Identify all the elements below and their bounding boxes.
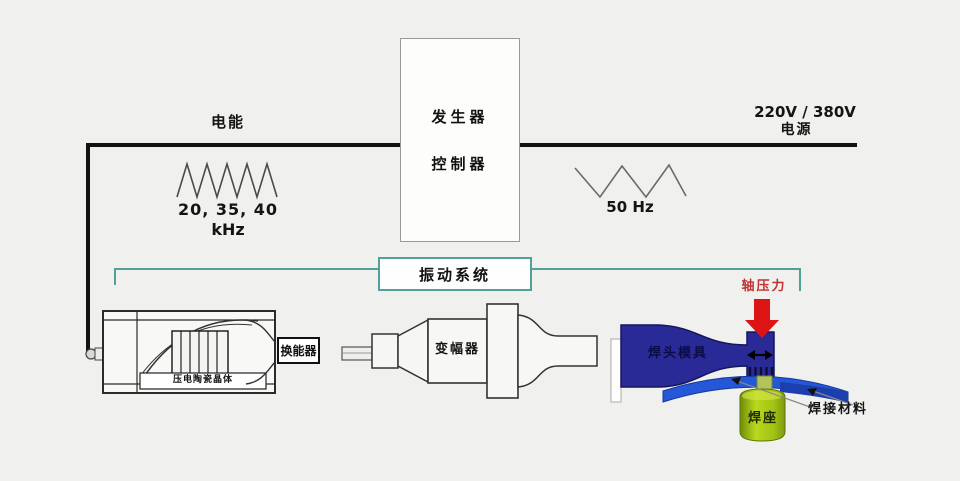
power-line-right-segment <box>520 143 857 147</box>
booster-step-block <box>371 333 399 369</box>
transducer-cone-bottom <box>245 361 276 385</box>
booster-cylinder <box>427 318 488 384</box>
pressure-arrow-shaft <box>754 299 770 321</box>
vibration-system-label: 振动系统 <box>418 265 491 284</box>
weld-joint-block <box>756 375 773 391</box>
booster-cone <box>397 318 429 384</box>
power-line <box>85 143 857 361</box>
material-pointer-lines <box>731 377 854 408</box>
welding-material-label: 焊接材料 <box>807 402 868 417</box>
pressure-arrow-head <box>745 320 779 338</box>
power-line-left-segment <box>86 143 400 147</box>
mains-frequency-label: 50 Hz <box>606 198 654 216</box>
transducer-cone-top <box>245 319 276 343</box>
generator-label: 发生器 <box>431 108 489 126</box>
booster-label: 变幅器 <box>434 342 480 357</box>
horn-mount-strip <box>610 338 622 403</box>
anvil-label: 焊座 <box>747 411 778 426</box>
bracket-right-arm <box>532 268 801 291</box>
booster-flange <box>486 303 519 399</box>
booster-output-horn <box>517 314 598 388</box>
pointer-line-left <box>736 380 811 408</box>
high-frequency-waveform-icon <box>176 161 278 200</box>
khz-frequencies-label: 20, 35, 40 <box>177 200 279 219</box>
horn-label: 焊头模具 <box>647 346 708 361</box>
vibration-arrow-right-head <box>765 350 773 360</box>
transducer-drawing <box>102 310 276 394</box>
transducer-label-box: 换能器 <box>277 337 320 364</box>
vibration-arrow-left-head <box>747 350 755 360</box>
vibration-system-bracket <box>114 268 801 291</box>
piezo-crystal-label: 压电陶瓷晶体 <box>172 375 233 385</box>
power-line-down-segment <box>86 143 90 354</box>
crystal-label-box <box>139 372 267 390</box>
voltage-label: 220V / 380V <box>754 103 856 121</box>
vibration-system-box: 振动系统 <box>378 257 532 291</box>
pointer-line-right <box>812 390 854 406</box>
anvil-drawing <box>739 388 786 442</box>
bracket-left-arm <box>114 268 378 285</box>
generator-controller-box: 发生器 控制器 <box>400 38 520 242</box>
pointer-arrowhead-right <box>807 388 817 396</box>
axial-pressure-label: 轴压力 <box>741 279 787 294</box>
connecting-stud <box>341 346 373 361</box>
transducer-label: 换能器 <box>280 344 317 358</box>
pressure-arrow-icon <box>745 299 779 338</box>
electric-energy-label: 电能 <box>210 113 245 131</box>
power-source-label: 电源 <box>780 122 813 138</box>
booster-drawing <box>371 303 622 403</box>
controller-label: 控制器 <box>431 155 489 173</box>
mains-frequency-waveform-icon <box>574 163 687 199</box>
khz-unit-label: kHz <box>211 220 245 239</box>
anvil-body <box>739 388 786 442</box>
pointer-arrowhead-left <box>731 377 741 385</box>
